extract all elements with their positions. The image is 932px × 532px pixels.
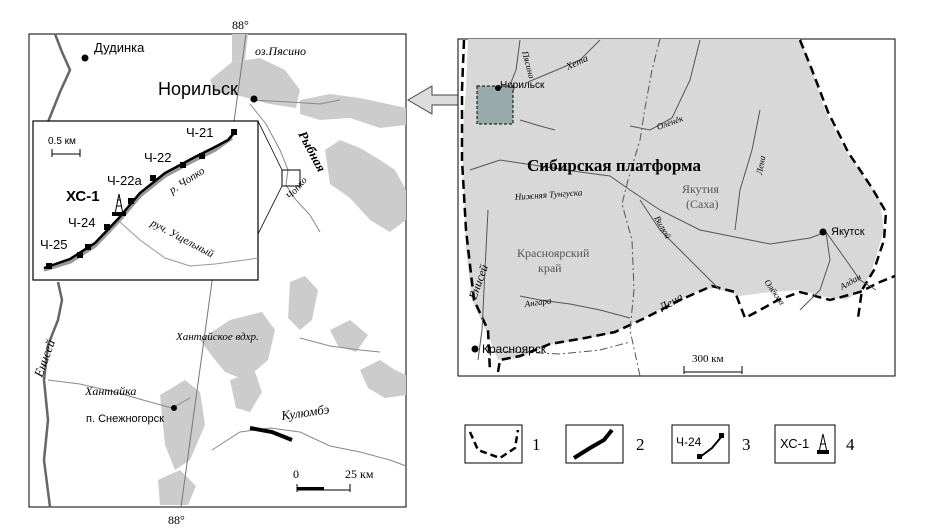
legend-item-4: ХС-1 4 — [774, 424, 855, 464]
platform-area — [462, 39, 884, 360]
meridian-bottom-label: 88° — [168, 513, 185, 527]
legend-item-2: 2 — [565, 424, 645, 464]
right-map: Норильск Якутск Красноярск Сибирская пла… — [457, 38, 896, 377]
svg-text:Ч-24: Ч-24 — [676, 435, 702, 449]
legend: 1 2 Ч-24 3 ХС-1 4 — [464, 424, 855, 464]
inset-scale-label: 0.5 км — [48, 136, 76, 147]
krasnoyarsk-label: Красноярск — [482, 342, 547, 356]
khantayskoe-label: Хантайское вдхр. — [175, 331, 259, 343]
point-ch24-label: Ч-24 — [68, 215, 95, 230]
left-map: 88° 88° Дудинка Норильск п. Снежногорск … — [28, 18, 407, 527]
nizh-tunguska-label: Нижняя Тунгуска — [513, 187, 583, 202]
kulyumbe-label: Кулюмбэ — [279, 401, 330, 423]
point-ch22-label: Ч-22 — [144, 150, 171, 165]
point-ch25-label: Ч-25 — [40, 237, 67, 252]
point-ch22a-label: Ч-22а — [107, 173, 142, 188]
right-scale: 300 км — [683, 353, 743, 374]
platform-boundary-south — [496, 274, 896, 373]
norilsk-right-label: Норильск — [500, 80, 545, 91]
lena-north-label: Лена — [754, 154, 767, 176]
khantayka-label: Хантайка — [84, 384, 136, 398]
left-scale-end: 25 км — [345, 467, 374, 481]
snezhnogorsk-dot — [171, 405, 177, 411]
legend-item-1: 1 — [464, 424, 541, 464]
study-area-rect — [281, 169, 301, 187]
norilsk-region-box — [476, 85, 514, 125]
svg-text:3: 3 — [742, 435, 751, 454]
pyasino-label: оз.Пясино — [255, 44, 306, 58]
dudinka-dot — [81, 54, 89, 62]
well-xc1-label: ХС-1 — [66, 188, 100, 205]
left-scale-zero: 0 — [293, 467, 299, 481]
norilsk-label: Норильск — [158, 79, 238, 99]
norilsk-right-dot — [495, 85, 501, 91]
point-ch21-label: Ч-21 — [186, 125, 213, 140]
yenisei-river — [46, 33, 72, 123]
legend-rig-icon — [817, 433, 829, 454]
meridian-top-label: 88° — [232, 18, 249, 32]
yakutsk-dot — [819, 228, 827, 236]
drilling-rig-icon — [112, 193, 126, 216]
svg-text:4: 4 — [846, 435, 855, 454]
krasnoyarsk-region-label-1: Красноярский — [517, 246, 590, 260]
platform-boundary-west — [460, 39, 492, 373]
svg-text:ХС-1: ХС-1 — [780, 436, 809, 451]
svg-text:1: 1 — [532, 435, 541, 454]
snezhnogorsk-label: п. Снежногорск — [86, 413, 164, 425]
yakutia-label: Якутия — [682, 182, 719, 196]
legend-item-3: Ч-24 3 — [671, 424, 751, 464]
dudinka-label: Дудинка — [94, 40, 145, 55]
yakutsk-label: Якутск — [831, 226, 865, 238]
right-scale-label: 300 км — [692, 353, 724, 365]
norilsk-dot — [250, 95, 258, 103]
kulyumbe-section — [249, 426, 293, 442]
krasnoyarsk-dot — [471, 345, 479, 353]
svg-text:2: 2 — [636, 435, 645, 454]
angara-label: Ангара — [523, 295, 553, 309]
saha-label: (Саха) — [686, 197, 719, 211]
platform-label: Сибирская платформа — [527, 156, 702, 175]
inset-map: 0.5 км Ч-21 Ч-22 Ч-22а Ч-24 Ч-25 ХС-1 — [32, 120, 259, 281]
left-scale: 0 25 км — [293, 467, 374, 492]
krasnoyarsk-region-label-2: край — [538, 261, 562, 275]
